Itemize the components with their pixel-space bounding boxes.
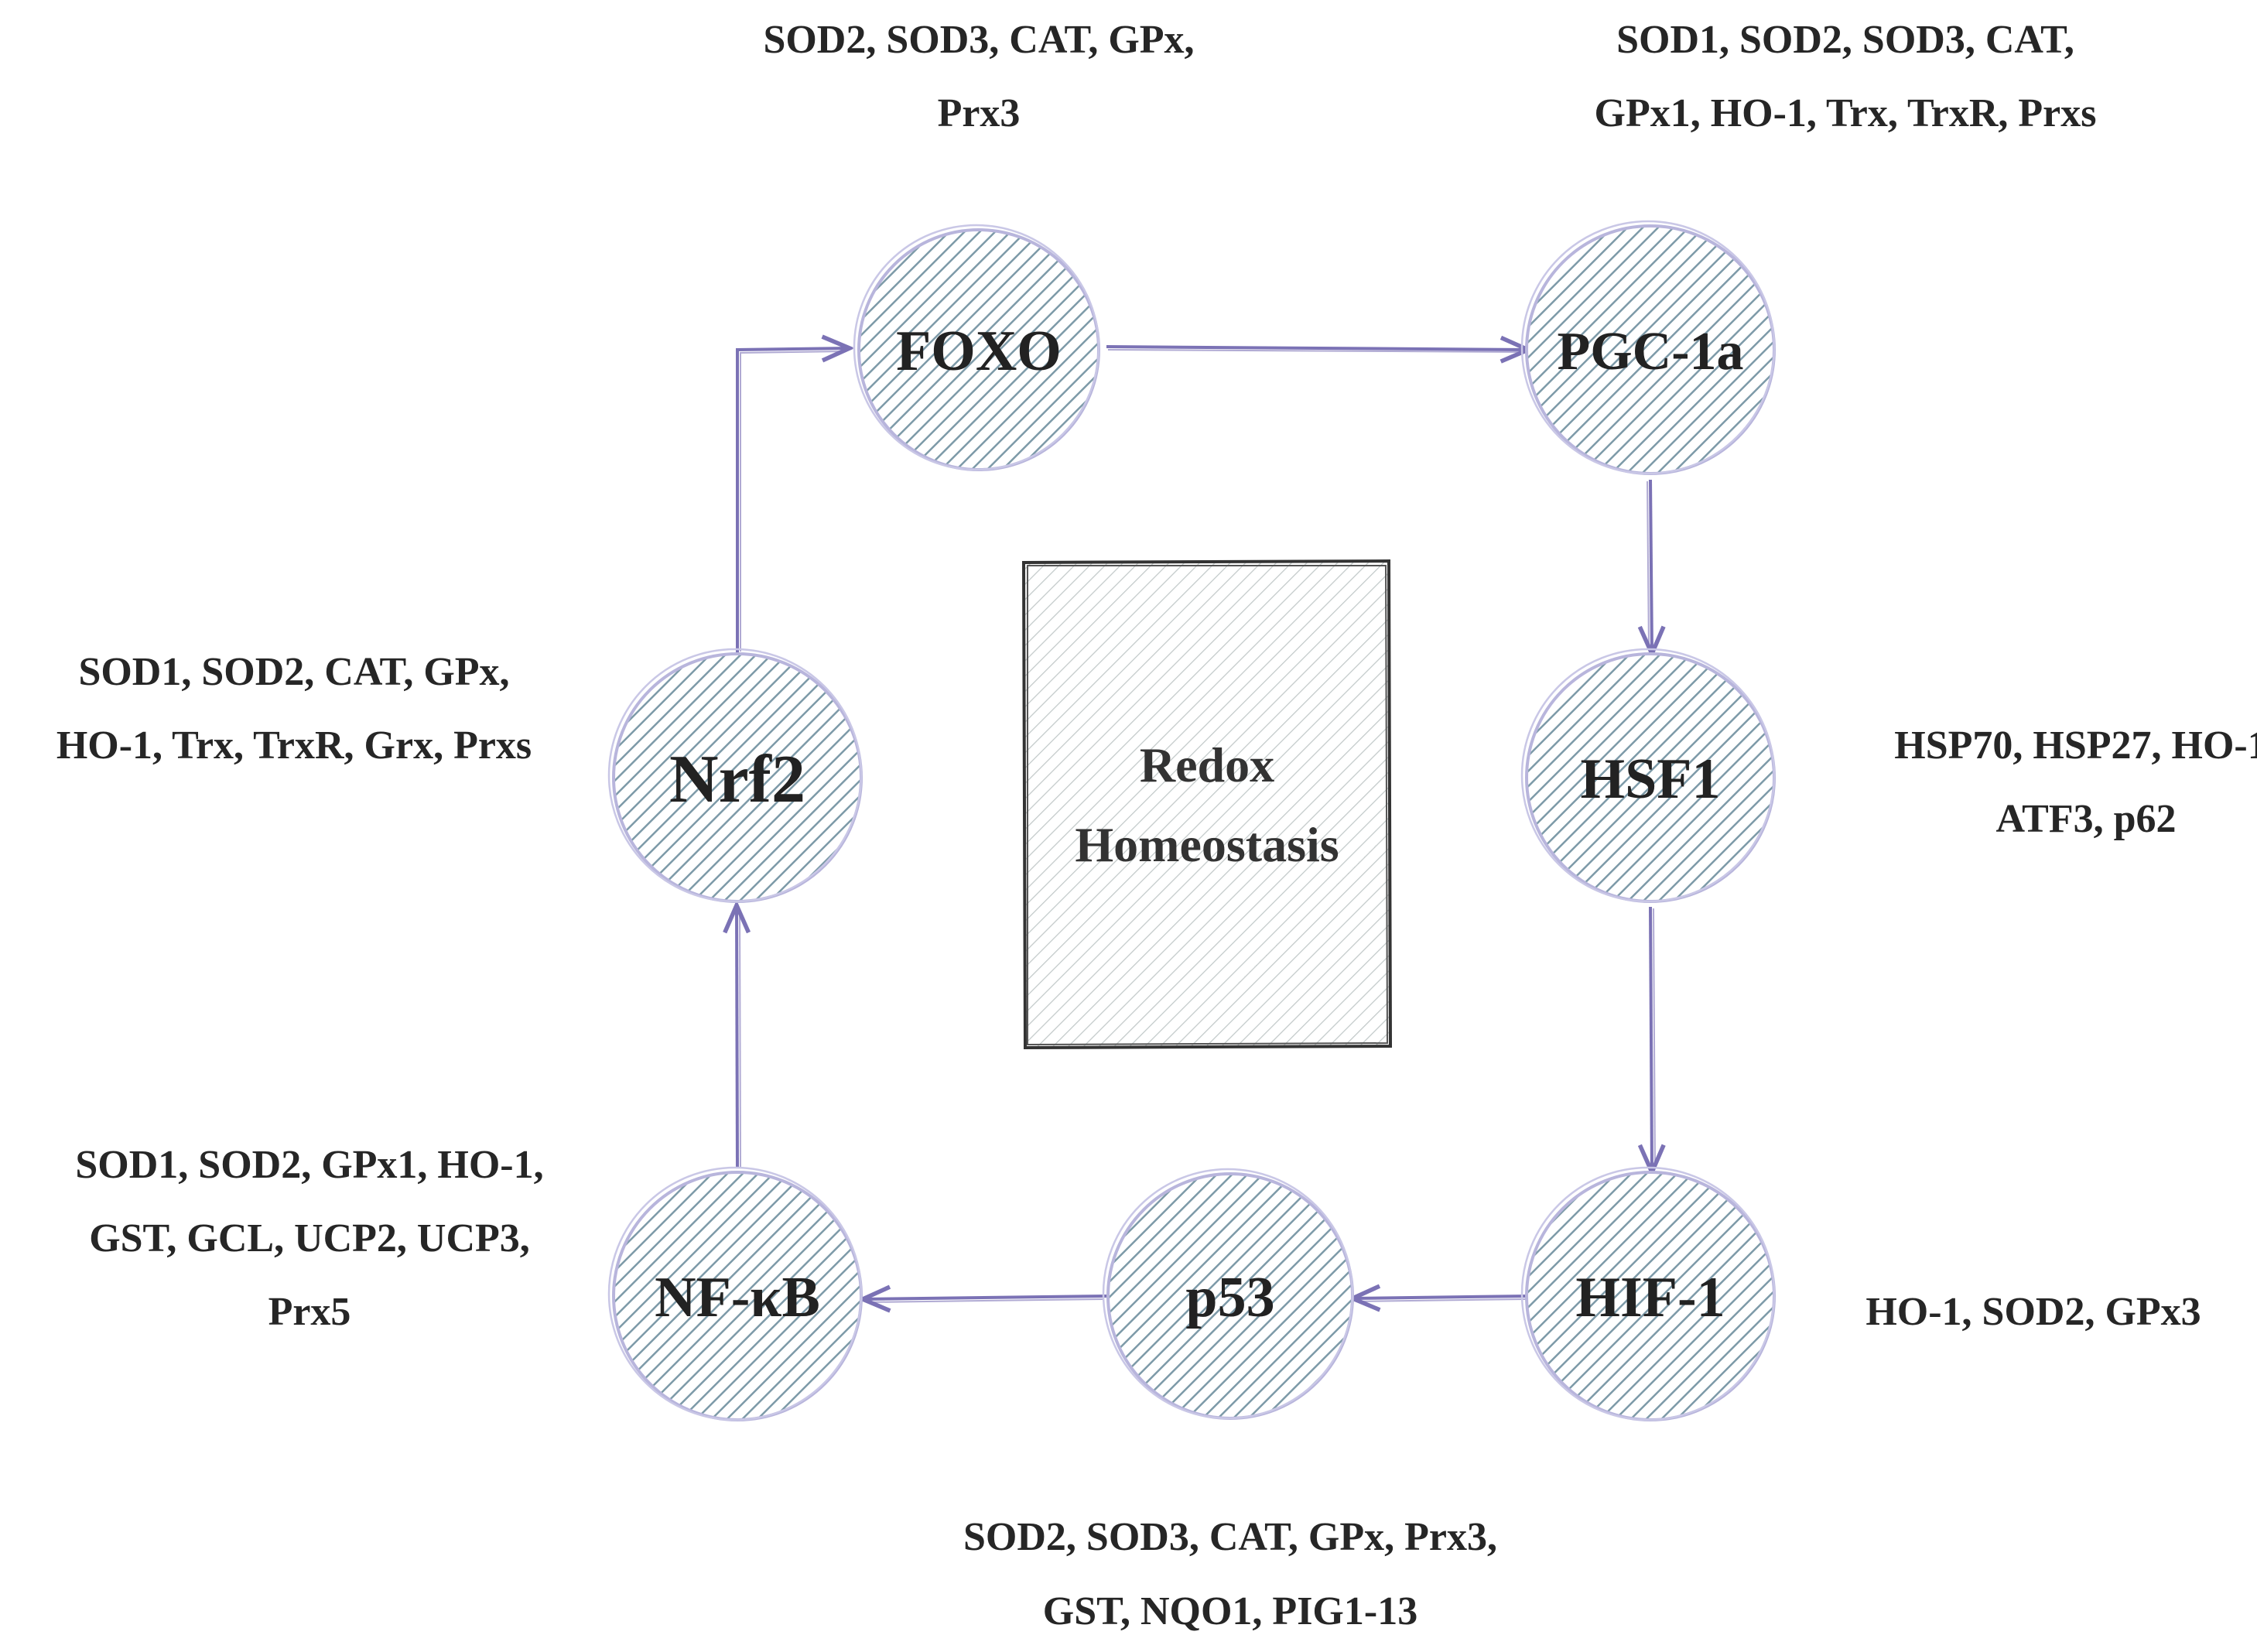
gene-list-nrf2-line: SOD1, SOD2, CAT, GPx,	[78, 650, 509, 694]
node-label-hif1: HIF-1	[1575, 1266, 1725, 1329]
gene-list-hif1: HO-1, SOD2, GPx3	[1865, 1290, 2201, 1334]
edge-hsf1-to-hif1	[1650, 906, 1652, 1172]
node-p53: p53	[1102, 1168, 1354, 1420]
node-foxo: FOXO	[853, 224, 1100, 471]
gene-list-foxo-line: SOD2, SOD3, CAT, GPx,	[763, 18, 1194, 62]
node-hif1: HIF-1	[1520, 1166, 1776, 1421]
gene-list-foxo-line: Prx3	[938, 91, 1021, 135]
node-label-pgc1a: PGC-1a	[1557, 322, 1743, 381]
center-title-line1: Redox	[1140, 737, 1274, 792]
node-label-p53: p53	[1185, 1266, 1274, 1329]
edge-nrf2-to-foxo	[736, 348, 850, 654]
redox-homeostasis-box: Redox Homeostasis	[1021, 559, 1393, 1050]
gene-list-nfkb-line: GST, GCL, UCP2, UCP3,	[89, 1216, 530, 1260]
node-hsf1: HSF1	[1520, 648, 1776, 903]
edge-pgc1a-to-hsf1	[1650, 479, 1652, 654]
edges	[737, 347, 1655, 1302]
gene-list-nfkb-line: SOD1, SOD2, GPx1, HO-1,	[75, 1143, 543, 1187]
node-label-nfkb: NF-κB	[655, 1266, 820, 1329]
gene-list-hsf1-line: ATF3, p62	[1995, 797, 2176, 841]
node-label-hsf1: HSF1	[1581, 747, 1721, 811]
gene-list-p53-line: GST, NQO1, PIG1-13	[1043, 1589, 1417, 1633]
gene-list-hif1-line: HO-1, SOD2, GPx3	[1865, 1290, 2201, 1334]
gene-list-nrf2-line: HO-1, Trx, TrxR, Grx, Prxs	[56, 723, 532, 768]
center-title-line2: Homeostasis	[1075, 817, 1339, 872]
gene-list-pgc1a-line: GPx1, HO-1, Trx, TrxR, Prxs	[1595, 91, 2097, 135]
gene-list-pgc1a: SOD1, SOD2, SOD3, CAT, GPx1, HO-1, Trx, …	[1595, 18, 2097, 135]
gene-list-hsf1-line: HSP70, HSP27, HO-1,	[1894, 723, 2257, 768]
gene-list-pgc1a-line: SOD1, SOD2, SOD3, CAT,	[1616, 18, 2074, 62]
edge-foxo-to-pgc1a	[1106, 347, 1528, 350]
edge-p53-to-nfkb	[863, 1296, 1107, 1299]
node-label-foxo: FOXO	[896, 320, 1062, 383]
node-nrf2: Nrf2	[607, 648, 863, 903]
gene-list-p53: SOD2, SOD3, CAT, GPx, Prx3, GST, NQO1, P…	[963, 1515, 1497, 1633]
edge-hif1-to-p53	[1352, 1296, 1529, 1298]
gene-list-hsf1: HSP70, HSP27, HO-1, ATF3, p62	[1894, 723, 2257, 841]
node-pgc1a: PGC-1a	[1520, 220, 1776, 475]
node-nfkb: NF-κB	[607, 1166, 863, 1421]
gene-list-foxo: SOD2, SOD3, CAT, GPx, Prx3	[763, 18, 1194, 135]
gene-list-nrf2: SOD1, SOD2, CAT, GPx, HO-1, Trx, TrxR, G…	[56, 650, 532, 768]
gene-list-nfkb: SOD1, SOD2, GPx1, HO-1, GST, GCL, UCP2, …	[75, 1143, 543, 1334]
gene-list-nfkb-line: Prx5	[268, 1290, 351, 1334]
node-label-nrf2: Nrf2	[669, 742, 805, 817]
gene-list-p53-line: SOD2, SOD3, CAT, GPx, Prx3,	[963, 1515, 1497, 1559]
